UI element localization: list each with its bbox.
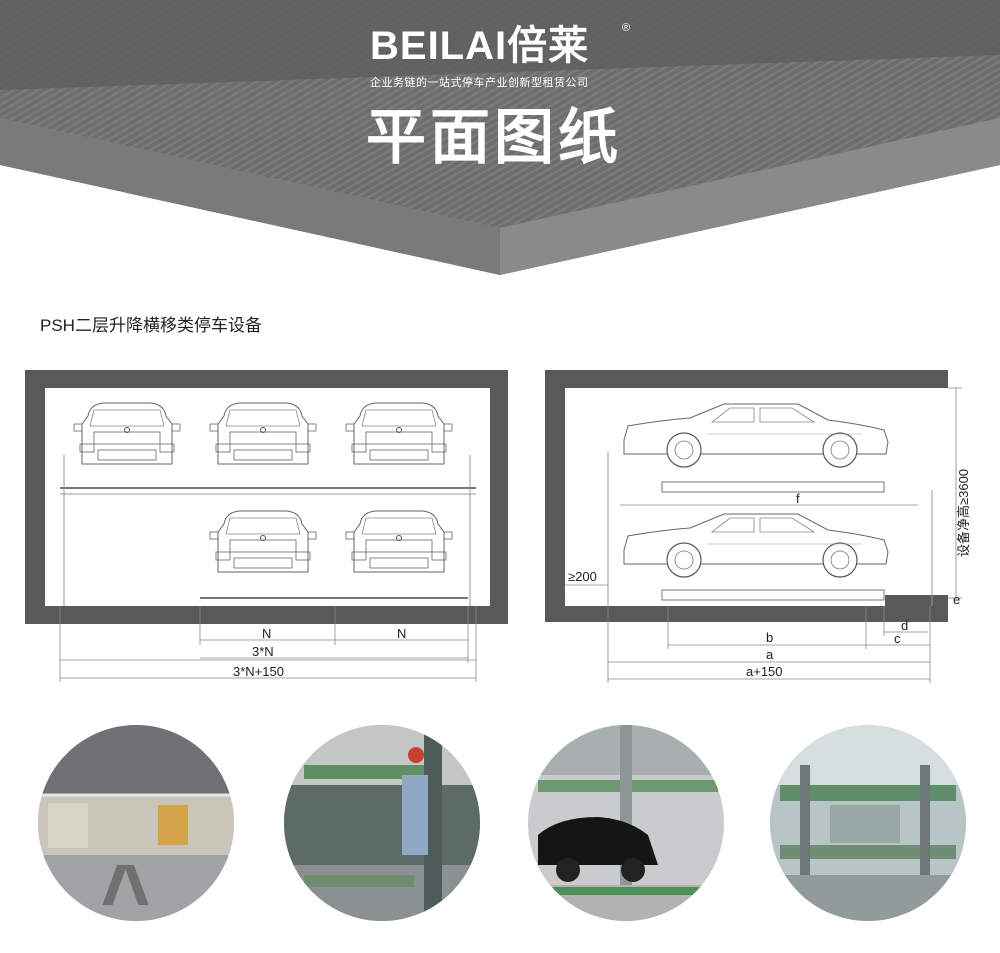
dim-height: 设备净高≥3600 xyxy=(956,469,971,557)
dim-b: b xyxy=(766,630,773,645)
dim-c: c xyxy=(894,631,901,646)
dim-f: f xyxy=(796,491,800,506)
registered-mark: ® xyxy=(622,22,631,34)
dim-e: e xyxy=(953,592,960,607)
lift-control-panel-photo xyxy=(284,725,480,921)
brand-block: BEILAI倍莱 ® 企业务链的一站式停车产业创新型租赁公司 xyxy=(370,22,640,90)
dim-three-n-total: 3*N+150 xyxy=(233,664,284,679)
brand-slogan: 企业务链的一站式停车产业创新型租赁公司 xyxy=(370,77,589,89)
dim-three-n: 3*N xyxy=(252,644,274,659)
dim-a-total: a+150 xyxy=(746,664,783,679)
technical-drawing: N N 3*N 3*N+150 ≥200 xyxy=(25,370,971,683)
lift-with-car-photo xyxy=(528,725,724,921)
dim-d: d xyxy=(901,618,908,633)
section-title: PSH二层升降横移类停车设备 xyxy=(40,316,262,335)
parking-garage-photo xyxy=(38,725,234,921)
side-view: ≥200 f b a a+150 c d e 设备净高≥3600 xyxy=(545,370,971,683)
brand-logo: BEILAI倍莱 xyxy=(370,24,590,68)
dim-a: a xyxy=(766,647,774,662)
header-banner xyxy=(0,0,1000,275)
dim-n-right: N xyxy=(397,626,406,641)
dim-n-left: N xyxy=(262,626,271,641)
dim-clearance: ≥200 xyxy=(568,569,597,584)
front-view: N N 3*N 3*N+150 xyxy=(25,370,508,682)
page-heading: 平面图纸 xyxy=(366,103,622,173)
lift-structure-photo xyxy=(770,725,966,921)
